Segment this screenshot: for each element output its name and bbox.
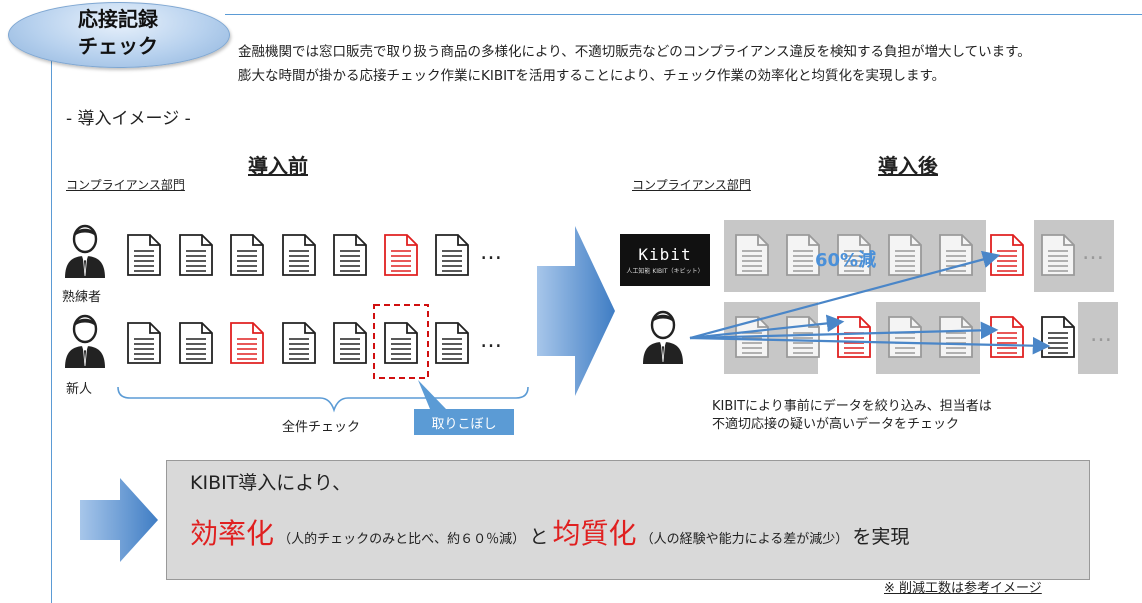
footnote: ※ 削減工数は参考イメージ	[884, 581, 1042, 596]
left-divider	[51, 55, 52, 603]
kibit-logo: Kibit 人工知能 KIBIT（キビット）	[620, 234, 710, 286]
after-note-line2: 不適切応接の疑いが高いデータをチェック	[712, 417, 960, 432]
transition-arrow-icon	[537, 226, 615, 396]
arrow-to-flagged-doc	[689, 314, 845, 340]
missed-highlight-box	[373, 304, 429, 379]
top-divider	[225, 14, 1142, 15]
all-check-brace	[117, 386, 529, 413]
badge-line2: チェック	[78, 34, 158, 58]
more-ellipsis: …	[480, 240, 503, 265]
kibit-logo-word: Kibit	[638, 245, 692, 264]
efficiency-term: 効率化	[190, 517, 275, 550]
after-department: コンプライアンス部門	[632, 178, 751, 192]
intro-line2: 膨大な時間が掛かる応接チェック作業にKIBITを活用することにより、チェック作業…	[238, 68, 946, 84]
summary-arrow-icon	[80, 478, 158, 562]
before-heading: 導入前	[248, 154, 308, 178]
after-note: KIBITにより事前にデータを絞り込み、担当者は 不適切応接の疑いが高いデータを…	[712, 398, 992, 434]
after-note-line1: KIBITにより事前にデータを絞り込み、担当者は	[712, 399, 992, 414]
arrow-to-flagged-doc	[689, 336, 1051, 355]
before-department: コンプライアンス部門	[66, 178, 185, 192]
newbie-label: 新人	[66, 382, 93, 397]
callout-pointer	[418, 380, 446, 409]
missed-callout: 取りこぼし	[414, 409, 514, 435]
realize-text: を実現	[852, 526, 910, 548]
after-heading: 導入後	[878, 154, 938, 178]
summary-line2: 効率化 （人的チェックのみと比べ、約６０％減） と 均質化 （人の経験や能力によ…	[190, 512, 909, 552]
summary-box	[166, 460, 1090, 580]
badge-line1: 応接記録	[78, 7, 158, 31]
section-title: - 導入イメージ -	[66, 109, 191, 129]
uniformity-note: （人の経験や能力による差が減少）	[640, 532, 849, 547]
summary-line1: KIBIT導入により、	[190, 472, 352, 494]
arrow-to-flagged-doc	[689, 250, 1001, 340]
more-ellipsis: …	[1082, 240, 1105, 265]
intro-line1: 金融機関では窓口販売で取り扱う商品の多様化により、不適切販売などのコンプライアン…	[238, 44, 1031, 60]
efficiency-note: （人的チェックのみと比べ、約６０％減）	[278, 532, 526, 547]
arrow-to-flagged-doc	[689, 321, 999, 340]
more-ellipsis: …	[480, 328, 503, 353]
kibit-logo-sub: 人工知能 KIBIT（キビット）	[626, 268, 704, 275]
uniformity-term: 均質化	[552, 517, 637, 550]
filtered-out-block	[1078, 302, 1118, 374]
title-badge	[8, 2, 230, 68]
all-check-label: 全件チェック	[282, 420, 361, 435]
more-ellipsis: …	[1090, 322, 1113, 347]
reduction-label: 60%減	[815, 250, 877, 271]
title-badge-text: 応接記録 チェック	[8, 6, 228, 60]
expert-label: 熟練者	[62, 290, 102, 305]
and-text: と	[529, 526, 549, 548]
